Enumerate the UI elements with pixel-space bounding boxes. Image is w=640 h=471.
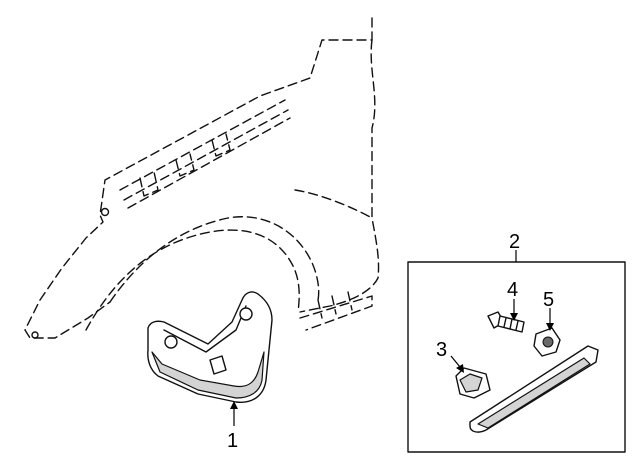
fender-outline bbox=[24, 17, 380, 339]
callout-2-label: 2 bbox=[509, 231, 520, 253]
callout-5-label: 5 bbox=[543, 289, 554, 311]
nut: 5 bbox=[533, 289, 561, 357]
callout-3-label: 3 bbox=[436, 339, 447, 361]
callout-4-label: 4 bbox=[507, 279, 518, 301]
trim-strip bbox=[469, 345, 599, 433]
bolt: 4 bbox=[487, 279, 525, 333]
callout-1-label: 1 bbox=[227, 430, 238, 452]
mud-flap bbox=[147, 291, 273, 403]
callout-1: 1 bbox=[227, 401, 238, 452]
kit-box: 2 bbox=[407, 231, 626, 453]
retaining-clip: 3 bbox=[436, 339, 491, 399]
